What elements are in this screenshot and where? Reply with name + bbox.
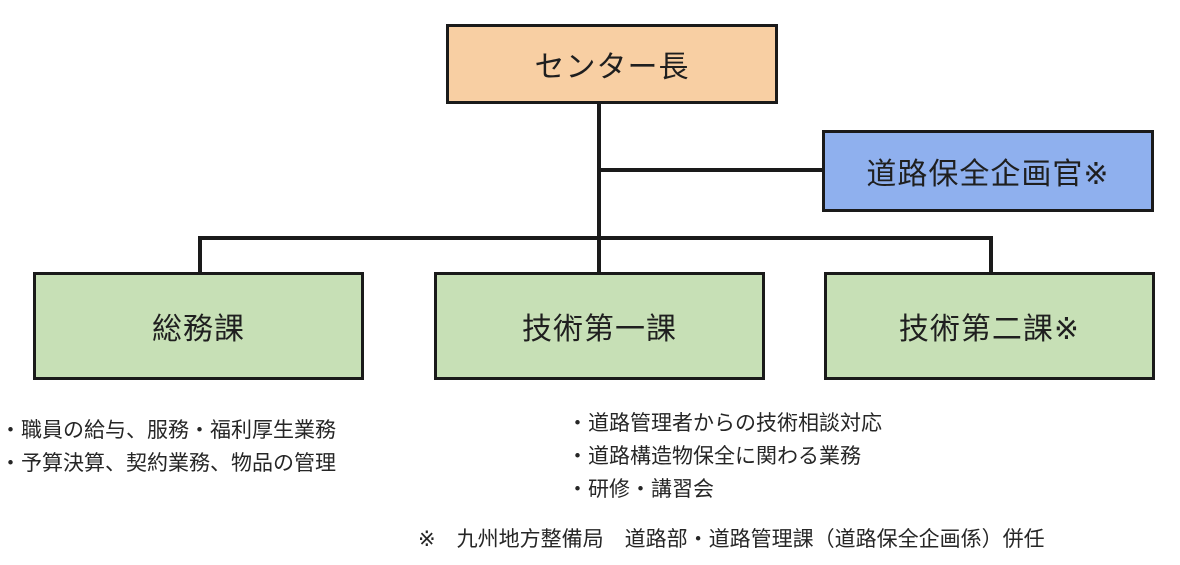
connector-director-trunk xyxy=(597,103,601,273)
director-label: センター長 xyxy=(534,50,690,85)
connector-tech2-section xyxy=(989,236,993,273)
planner-label: 道路保全企画官※ xyxy=(866,157,1110,192)
technical-section-2-box: 技術第二課※ xyxy=(824,272,1155,380)
general-affairs-duties-list: ・職員の給与、服務・福利厚生業務 ・予算決算、契約業務、物品の管理 xyxy=(0,414,336,480)
general-affairs-section-box: 総務課 xyxy=(33,272,364,380)
technical-section-1-box: 技術第一課 xyxy=(434,272,765,380)
duty-item: ・道路管理者からの技術相談対応 xyxy=(567,411,882,435)
duty-item: ・道路構造物保全に関わる業務 xyxy=(567,444,861,468)
section-label: 技術第一課 xyxy=(522,312,677,347)
connector-general-section xyxy=(198,236,202,273)
technical-section-1-duties-list: ・道路管理者からの技術相談対応 ・道路構造物保全に関わる業務 ・研修・講習会 xyxy=(567,407,882,506)
section-label: 技術第二課※ xyxy=(898,312,1081,347)
duty-item: ・予算決算、契約業務、物品の管理 xyxy=(0,451,336,475)
director-box: センター長 xyxy=(446,24,778,104)
section-label: 総務課 xyxy=(152,312,245,347)
connector-planner-branch xyxy=(597,168,823,172)
connector-sections-bar xyxy=(198,236,993,240)
footnote: ※ 九州地方整備局 道路部・道路管理課（道路保全企画係）併任 xyxy=(418,527,1045,551)
duty-item: ・研修・講習会 xyxy=(567,477,714,501)
road-maintenance-planner-box: 道路保全企画官※ xyxy=(822,130,1154,212)
duty-item: ・職員の給与、服務・福利厚生業務 xyxy=(0,418,336,442)
